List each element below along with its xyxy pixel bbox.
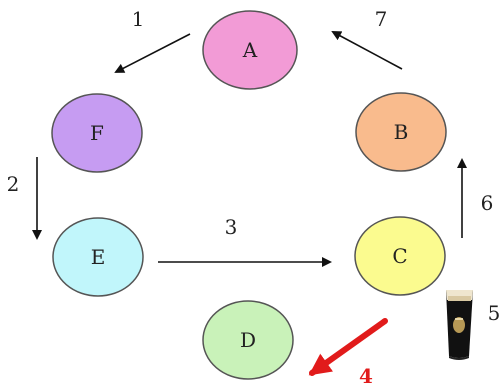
node-e: E — [52, 217, 144, 297]
node-c-label: C — [392, 244, 407, 268]
node-b: B — [355, 92, 447, 172]
edge-4-arrow — [308, 318, 388, 376]
node-e-label: E — [91, 245, 106, 269]
node-f-label: F — [90, 121, 104, 145]
node-b-shape — [355, 92, 447, 172]
edge-1-label: 1 — [132, 7, 145, 31]
node-d-shape — [202, 300, 294, 380]
node-a: A — [202, 10, 298, 90]
edge-4-label: 4 — [359, 364, 373, 387]
node-b-label: B — [394, 120, 409, 144]
beer-pint-icon — [446, 290, 473, 360]
edge-2-label: 2 — [7, 172, 20, 196]
edge-6-label: 6 — [481, 191, 494, 215]
node-d: D — [202, 300, 294, 380]
node-f: F — [51, 93, 143, 173]
edge-5-label: 5 — [488, 301, 501, 325]
edge-3-label: 3 — [225, 215, 238, 239]
node-c: C — [354, 216, 446, 296]
edge-1-arrow — [114, 33, 191, 73]
node-c-shape — [354, 216, 446, 296]
node-f-shape — [51, 93, 143, 173]
node-d-label: D — [240, 328, 256, 352]
node-e-shape — [52, 217, 144, 297]
node-a-label: A — [242, 38, 258, 62]
edge-7-arrow — [331, 31, 403, 70]
edge-7-label: 7 — [375, 7, 388, 31]
node-a-shape — [202, 10, 298, 90]
